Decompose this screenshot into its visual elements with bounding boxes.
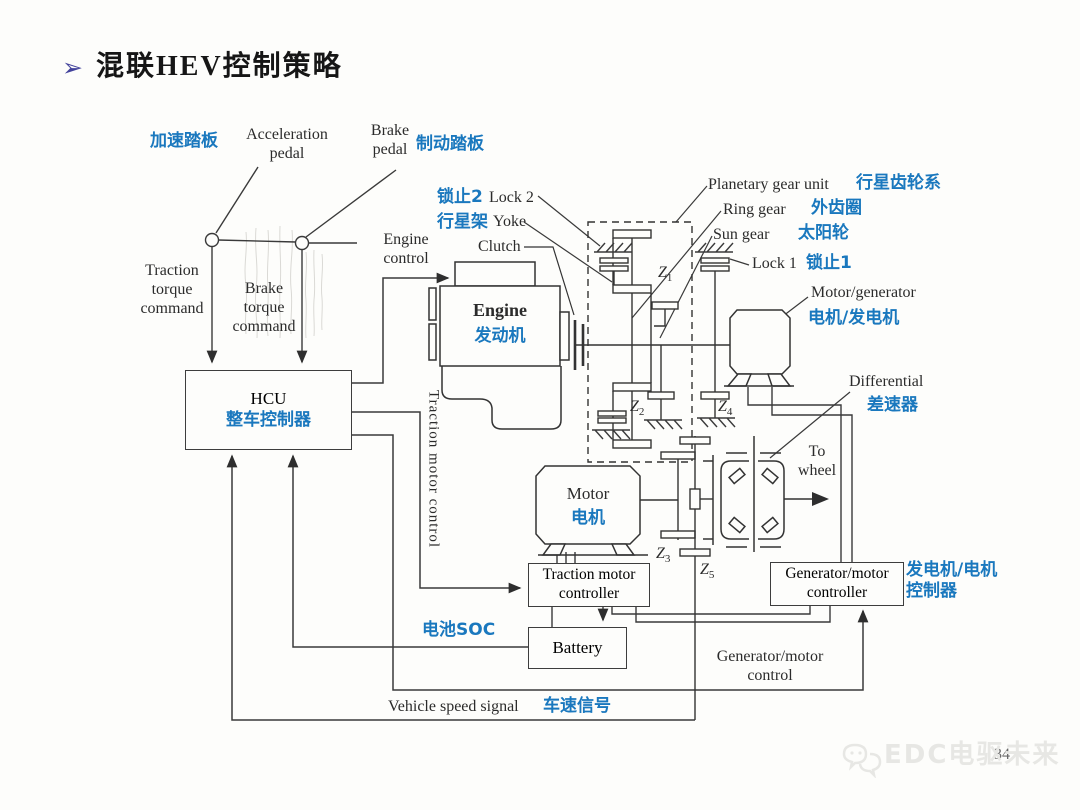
to-wheel-arrow — [812, 492, 829, 506]
to-wheel-label: To wheel — [797, 443, 837, 479]
engine-shape — [428, 246, 730, 430]
motor-label-cn: 电机 — [571, 508, 605, 528]
z2-label: Z2 — [630, 398, 645, 419]
planetary-gear-unit — [587, 221, 736, 463]
hcu-box: HCU 整车控制器 — [185, 370, 352, 450]
vehicle-speed-label-en: Vehicle speed signal — [388, 698, 519, 715]
motor-generator-label-cn: 电机/发电机 — [808, 308, 900, 328]
engine-label-cn: 发动机 — [474, 326, 526, 346]
lock2-label-cn: 锁止2 — [437, 187, 483, 207]
traction-motor-control-label: Traction motor control — [425, 390, 442, 549]
brake-torque-command-label: Brake torque command — [232, 280, 296, 335]
z1-label: Z1 — [658, 264, 673, 285]
motor-generator-label-en: Motor/generator — [811, 284, 916, 301]
vehicle-speed-label-cn: 车速信号 — [543, 696, 611, 716]
differential-label-en: Differential — [849, 373, 924, 390]
lock2-label-en: Lock 2 — [489, 189, 534, 206]
sun-gear-label-cn: 太阳轮 — [798, 223, 849, 243]
lock1-label-cn: 锁止1 — [806, 253, 852, 273]
traction-motor-shape — [535, 465, 678, 556]
page-number: 34 — [994, 746, 1010, 763]
ring-gear-label-cn: 外齿圈 — [811, 198, 862, 218]
traction-torque-command-label: Traction torque command — [140, 262, 204, 317]
planetary-label-en: Planetary gear unit — [708, 176, 829, 193]
battery-soc-label: 电池SOC — [422, 620, 496, 640]
title-bullet-icon: ➢ — [62, 55, 83, 82]
accel-pedal-label-cn: 加速踏板 — [150, 131, 218, 151]
z3-label: Z3 — [656, 545, 671, 566]
leader-lines — [523, 185, 851, 459]
z5-label: Z5 — [700, 561, 715, 582]
brake-pedal-label-cn: 制动踏板 — [416, 134, 484, 154]
sun-gear-label-en: Sun gear — [713, 226, 770, 243]
battery-box: Battery — [528, 627, 627, 669]
scribble-artifact — [244, 225, 324, 339]
motor-label-en: Motor — [566, 484, 610, 503]
generator-motor-control-label: Generator/motor control — [716, 648, 824, 684]
brake-pedal-label-en: Brake pedal — [370, 122, 410, 158]
lock1-label-en: Lock 1 — [752, 255, 797, 272]
differential-label-cn: 差速器 — [867, 395, 918, 415]
generator-motor-controller-label-cn: 发电机/电机 控制器 — [906, 560, 998, 602]
hcu-label-cn: 整车控制器 — [226, 409, 311, 430]
ring-gear-label-en: Ring gear — [723, 201, 786, 218]
wechat-icon — [842, 743, 882, 778]
hcu-label-en: HCU — [250, 389, 287, 409]
engine-label-en: Engine — [472, 300, 528, 320]
engine-control-label: Engine control — [383, 231, 429, 267]
generator-motor-controller-box: Generator/motor controller — [770, 562, 904, 606]
electric-wires — [551, 387, 853, 627]
traction-motor-controller-box: Traction motor controller — [528, 563, 650, 607]
clutch-label: Clutch — [478, 238, 521, 255]
pedal-linkage — [204, 166, 397, 364]
accel-pedal-label-en: Acceleration pedal — [246, 126, 328, 162]
yoke-label-cn: 行星架 — [437, 212, 488, 232]
gear-train — [660, 436, 713, 720]
yoke-label-en: Yoke — [493, 213, 527, 230]
control-wires — [226, 272, 869, 721]
motor-generator-shape — [724, 309, 794, 387]
watermark-text: EDC电驱未来 — [884, 740, 1061, 770]
page-title: 混联HEV控制策略 — [96, 51, 343, 82]
differential-shape — [703, 436, 829, 552]
z4-label: Z4 — [718, 398, 733, 419]
planetary-label-cn: 行星齿轮系 — [856, 173, 941, 193]
